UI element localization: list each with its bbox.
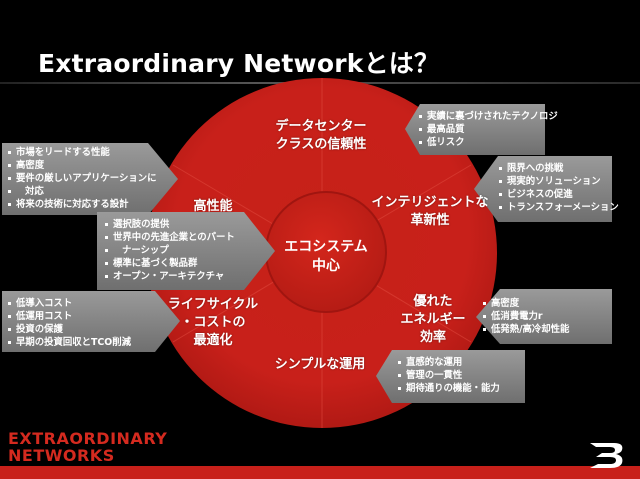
callout-arrow-left-upper xyxy=(2,143,178,215)
segment-label-simple-operation: シンプルな運用 xyxy=(274,357,366,372)
list-item: オープン・アーキテクチャ xyxy=(104,270,235,283)
callout-arrow-center-left xyxy=(97,212,275,290)
callout-reliability: 実績に裏づけされたテクノロジ 最高品質 低リスク xyxy=(418,110,558,149)
segment-label-reliability: データセンタークラスの信頼性 xyxy=(275,119,367,152)
callout-lifecycle: 低導入コスト 低運用コスト 投資の保護 早期の投資回収とTCO削減 xyxy=(7,297,131,349)
list-item: 低消費電力r xyxy=(482,310,569,323)
list-item: 対応 xyxy=(7,185,156,198)
list-item: 限界への挑戦 xyxy=(498,162,619,175)
segment-label-lifecycle-cost: ライフサイクル・コストの最適化 xyxy=(167,297,259,348)
list-item: 現実的ソリューション xyxy=(498,175,619,188)
list-item: 将来の技術に対応する設計 xyxy=(7,198,156,211)
callout-arrow-right-lower xyxy=(476,289,612,344)
list-item: 要件の厳しいアプリケーションに xyxy=(7,172,156,185)
list-item: 高密度 xyxy=(482,297,569,310)
list-item: ビジネスの促進 xyxy=(498,188,619,201)
callout-innovation: 限界への挑戦 現実的ソリューション ビジネスの促進 トランスフォーメーション xyxy=(498,162,619,214)
callout-performance: 市場をリードする性能 高密度 要件の厳しいアプリケーションに 対応 将来の技術に… xyxy=(7,146,156,211)
list-item: 低運用コスト xyxy=(7,310,131,323)
callout-energy: 高密度 低消費電力r 低発熱/高冷却性能 xyxy=(482,297,569,336)
segment-label-energy-efficiency: 優れたエネルギー効率 xyxy=(400,294,466,345)
list-item: 最高品質 xyxy=(418,123,558,136)
list-item: 高密度 xyxy=(7,159,156,172)
slide-title: Extraordinary Networkとは？ xyxy=(38,49,440,78)
callout-arrow-left-lower xyxy=(2,291,180,352)
list-item: 早期の投資回収とTCO削減 xyxy=(7,336,131,349)
segment-label-innovation: インテリジェントな革新性 xyxy=(371,195,489,228)
center-label-ecosystem: エコシステム中心 xyxy=(284,239,368,274)
callout-arrow-top-right xyxy=(405,104,545,155)
brand-wordmark: EXTRAORDINARY NETWORKS xyxy=(8,429,168,465)
callout-ecosystem: 選択肢の提供 世界中の先進企業とのパート ナーシップ 標準に基づく製品群 オープ… xyxy=(104,218,235,283)
brocade-b-logo-icon xyxy=(590,443,623,468)
list-item: 実績に裏づけされたテクノロジ xyxy=(418,110,558,123)
list-item: 低発熱/高冷却性能 xyxy=(482,323,569,336)
callout-arrow-bottom xyxy=(376,350,525,403)
brand-footer-bar xyxy=(0,466,640,479)
callout-arrow-right-upper xyxy=(474,156,612,222)
list-item: トランスフォーメーション xyxy=(498,201,619,214)
list-item: 市場をリードする性能 xyxy=(7,146,156,159)
list-item: 管理の一貫性 xyxy=(397,369,500,382)
list-item: 選択肢の提供 xyxy=(104,218,235,231)
list-item: 期待通りの機能・能力 xyxy=(397,382,500,395)
segment-label-high-performance: 高性能 xyxy=(193,199,233,214)
list-item: ナーシップ xyxy=(104,244,235,257)
list-item: 世界中の先進企業とのパート xyxy=(104,231,235,244)
list-item: 低リスク xyxy=(418,136,558,149)
list-item: 投資の保護 xyxy=(7,323,131,336)
list-item: 直感的な運用 xyxy=(397,356,500,369)
list-item: 低導入コスト xyxy=(7,297,131,310)
callout-operation: 直感的な運用 管理の一貫性 期待通りの機能・能力 xyxy=(397,356,500,395)
list-item: 標準に基づく製品群 xyxy=(104,257,235,270)
